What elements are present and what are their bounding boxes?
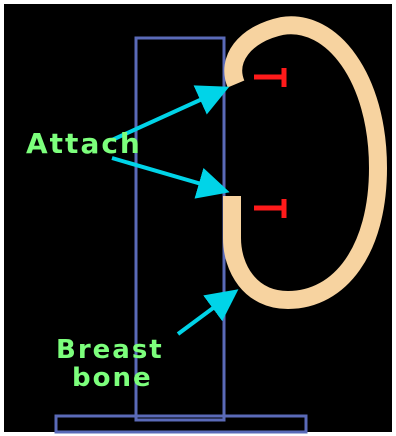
attach-label: Attach: [26, 127, 142, 160]
breastbone-label-line1: Breast: [56, 335, 164, 365]
background-panel: [4, 4, 392, 432]
breastbone-label-line2: bone: [72, 363, 153, 393]
